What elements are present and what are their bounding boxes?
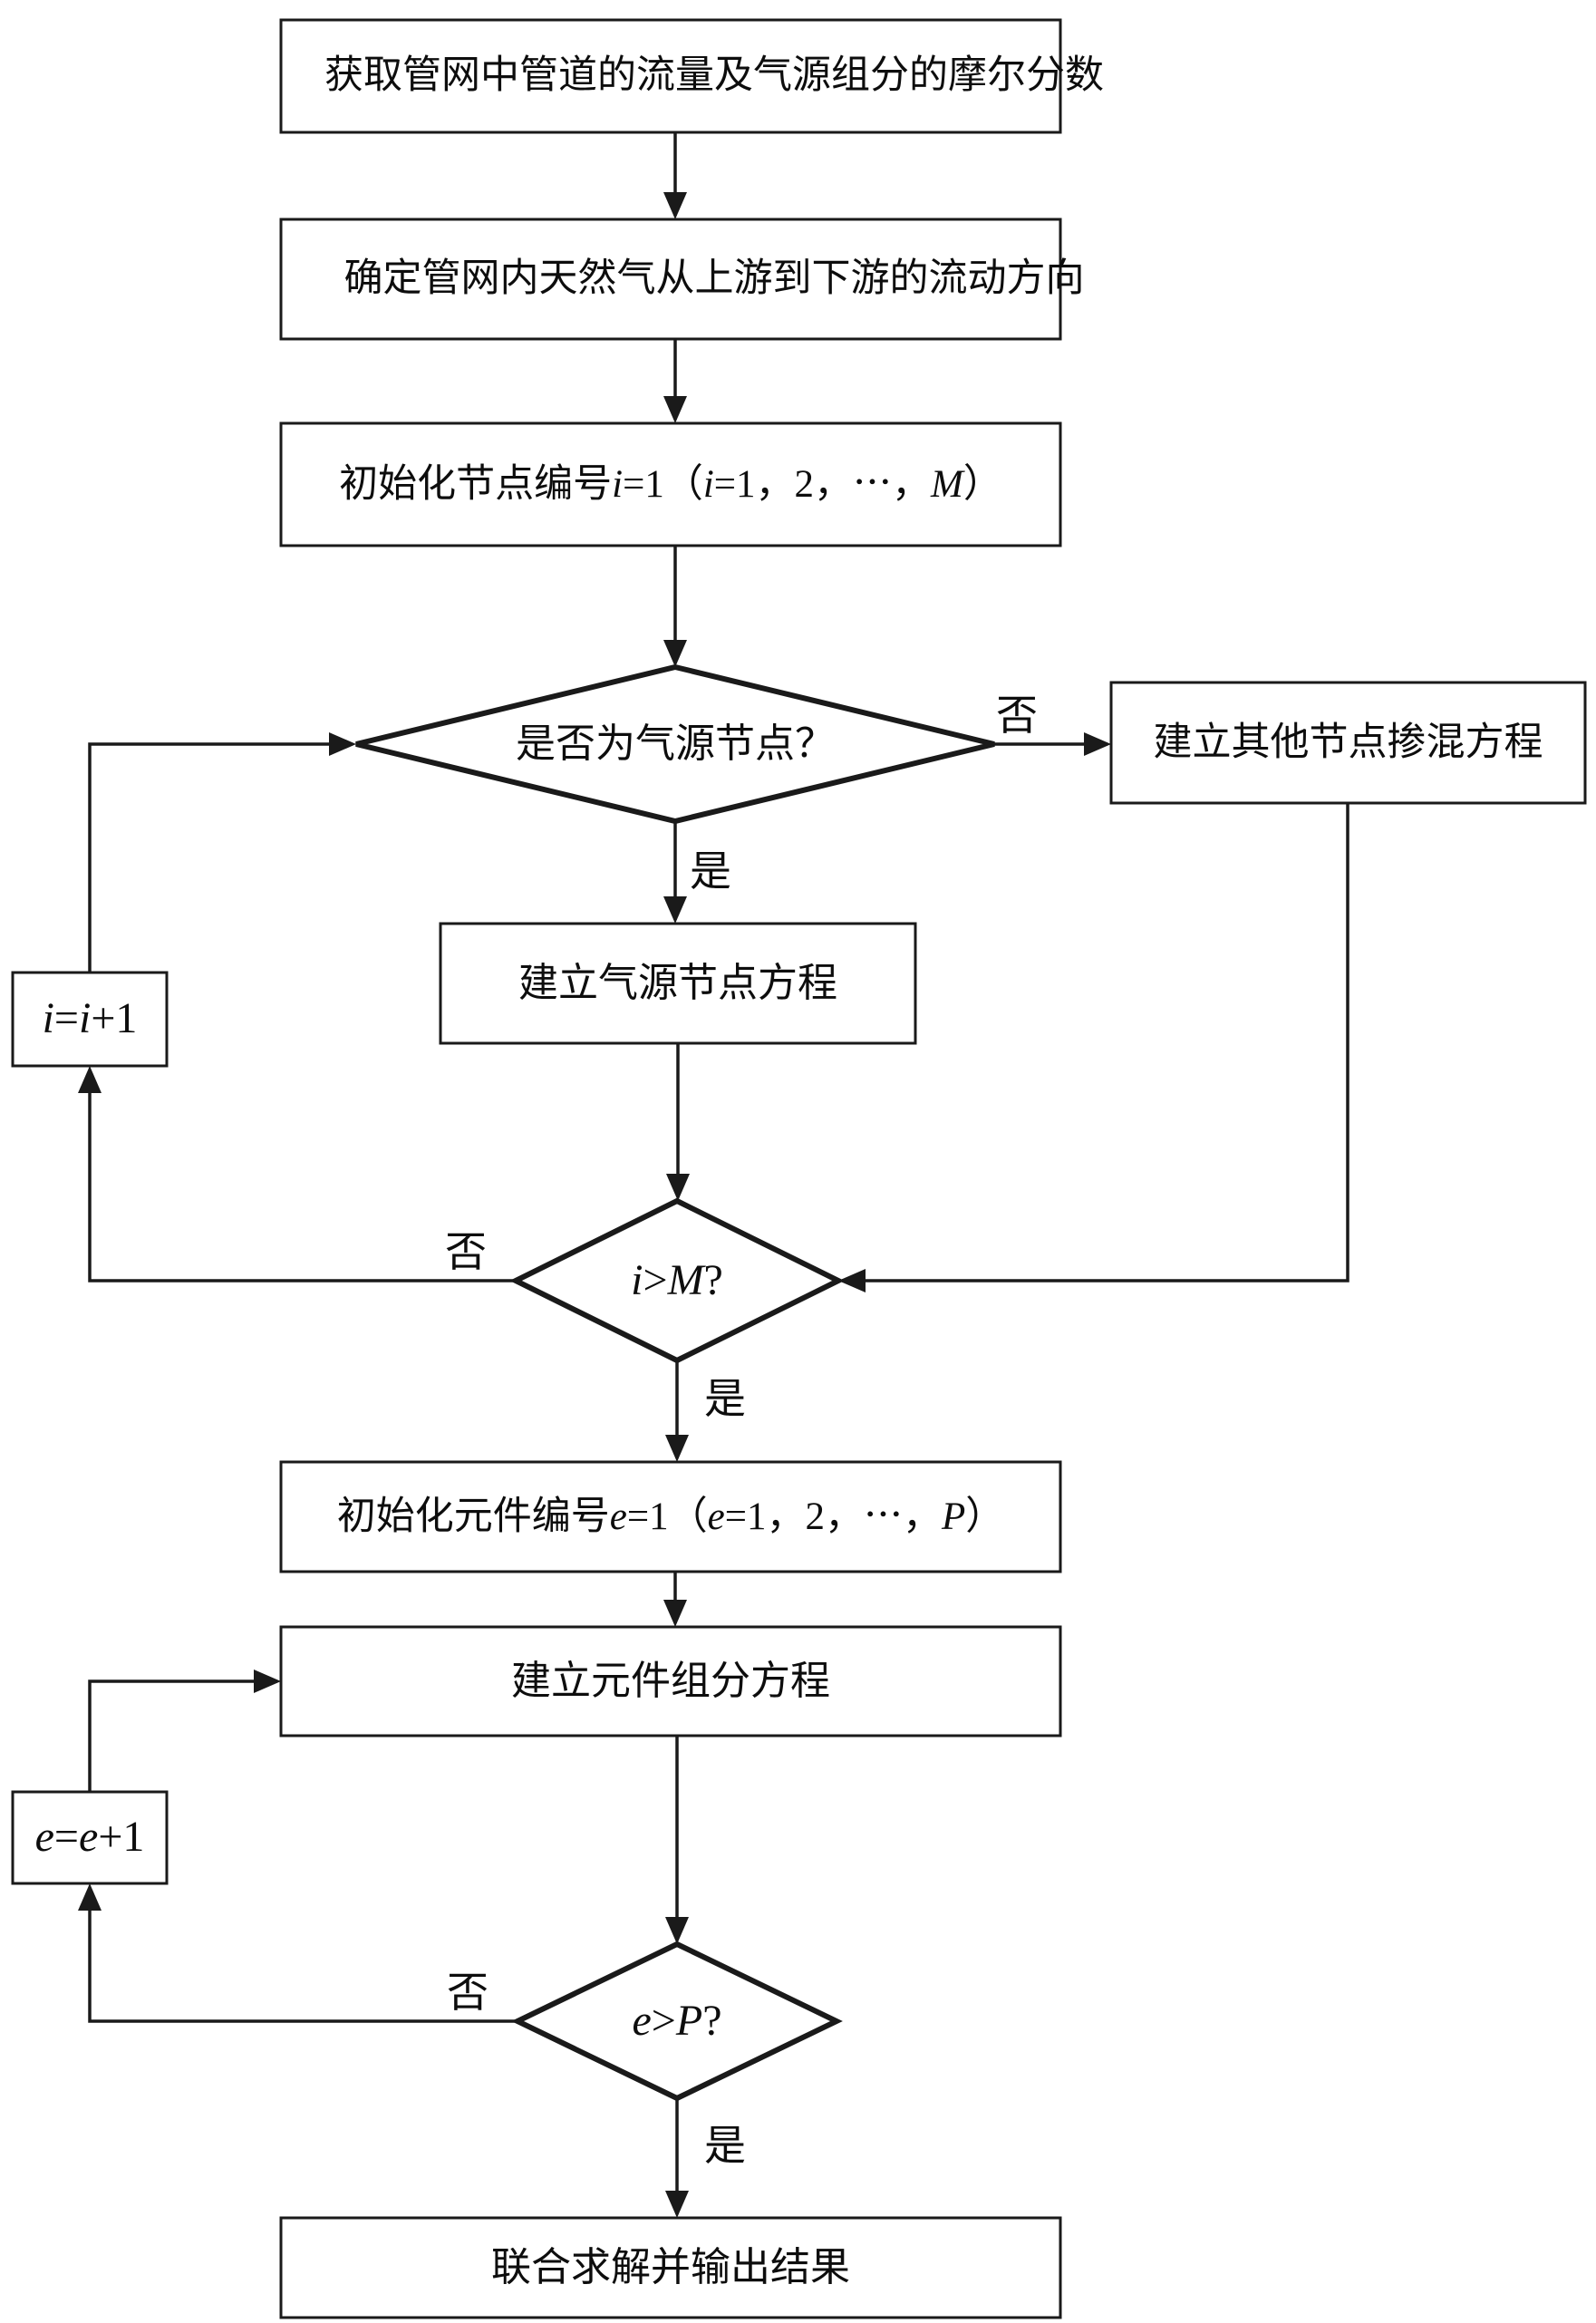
box-direction-outline — [279, 218, 1062, 341]
decision-is-gas-source-node: 是否为气源节点？ — [516, 721, 835, 766]
step-acquire-flow-data: 获取管网中管道的流量及气源组分的摩尔分数 — [324, 54, 1104, 98]
label-yes-is-source: 是 — [690, 848, 731, 895]
label-no-check-e: 否 — [447, 1970, 488, 2016]
step-increment-e: e=e+1 — [13, 1792, 167, 1883]
step-build-element-component-equation: 建立元件组分方程 — [511, 1658, 830, 1703]
box-inc-i-outline — [11, 971, 169, 1068]
arrowhead-into-inc-e — [78, 1883, 102, 1911]
init-node-text: =1（ — [623, 462, 703, 506]
init-node-text: ） — [962, 462, 1002, 506]
label-no-check-i: 否 — [445, 1229, 487, 1275]
var-e: e — [609, 1495, 627, 1538]
var-i: i — [79, 994, 92, 1043]
inc-i-text: +1 — [91, 994, 138, 1043]
var-i: i — [702, 462, 714, 506]
init-elem-text: 初始化元件编号 — [336, 1495, 610, 1538]
arrowhead-into-source-eq — [663, 896, 687, 924]
step-build-other-node-mixing-equation: 建立其他节点掺混方程 — [1153, 721, 1543, 764]
step-build-gas-source-node-equation: 建立气源节点方程 — [518, 960, 837, 1005]
label-no-is-source: 否 — [996, 692, 1038, 739]
box-solve-outline — [279, 2216, 1062, 2319]
connector-inc-e-to-elem-eq — [88, 1679, 277, 1792]
var-e: e — [707, 1495, 725, 1538]
init-elem-text: =1（ — [626, 1495, 708, 1538]
arrowhead-into-check-e-top — [665, 1917, 689, 1944]
box-init-node-outline — [279, 421, 1062, 547]
inc-e-text: +1 — [98, 1813, 145, 1862]
arrowhead-into-elem-eq-left — [254, 1670, 281, 1693]
init-elem-text: =1，2，⋯， — [724, 1495, 942, 1538]
var-i: i — [42, 994, 54, 1043]
arrowhead-into-check-i-right — [838, 1269, 866, 1292]
inc-i-text: = — [53, 994, 79, 1043]
box-acquire-outline — [279, 18, 1062, 134]
arrowhead-into-direction — [663, 192, 687, 219]
box-init-elem-outline — [279, 1460, 1062, 1573]
var-i: i — [631, 1255, 643, 1304]
arrowhead-into-is-source — [663, 640, 687, 667]
step-increment-i: i=i+1 — [13, 973, 167, 1066]
check-e-text: ? — [702, 1996, 722, 2045]
var-e: e — [632, 1996, 652, 2045]
var-P: P — [675, 1996, 703, 2045]
check-i-text: ? — [703, 1255, 723, 1304]
step-determine-flow-direction: 确定管网内天然气从上游到下游的流动方向 — [343, 257, 1085, 301]
arrowhead-into-other-eq — [1084, 732, 1111, 756]
decision-e-greater-than-P: e>P? — [517, 1944, 837, 2098]
var-i: i — [612, 462, 624, 506]
init-elem-text: ） — [965, 1495, 1005, 1538]
arrowhead-into-init-node — [663, 396, 687, 423]
decision-i-greater-than-M: i>M? — [516, 1201, 838, 1360]
check-i-text: > — [643, 1255, 668, 1304]
connector-inc-i-to-is-source — [88, 742, 353, 973]
arrowhead-into-solve — [665, 2191, 689, 2218]
var-e: e — [34, 1813, 54, 1862]
box-other-eq-outline — [1109, 681, 1587, 805]
arrowhead-into-init-elem — [665, 1435, 689, 1462]
init-node-text: =1，2，⋯， — [713, 462, 932, 506]
check-e-text: > — [651, 1996, 676, 2045]
arrowhead-into-elem-eq-top — [663, 1600, 687, 1627]
arrowhead-into-is-source-left — [329, 732, 356, 756]
var-M: M — [667, 1255, 704, 1304]
step-solve-and-output-results: 联合求解并输出结果 — [491, 2244, 850, 2289]
arrowhead-into-check-i-top — [666, 1174, 690, 1201]
label-yes-check-i: 是 — [704, 1376, 746, 1422]
inc-e-text: = — [53, 1813, 79, 1862]
connector-check-e-no-to-inc-e — [88, 1889, 517, 2023]
connector-other-eq-to-check-i — [842, 803, 1349, 1282]
arrowhead-into-inc-i — [78, 1066, 102, 1093]
label-yes-check-e: 是 — [704, 2123, 746, 2169]
var-M: M — [931, 462, 963, 506]
var-e: e — [79, 1813, 99, 1862]
var-P: P — [941, 1495, 966, 1538]
connector-check-i-no-to-inc-i — [88, 1071, 516, 1282]
init-node-text: 初始化节点编号 — [339, 462, 613, 506]
